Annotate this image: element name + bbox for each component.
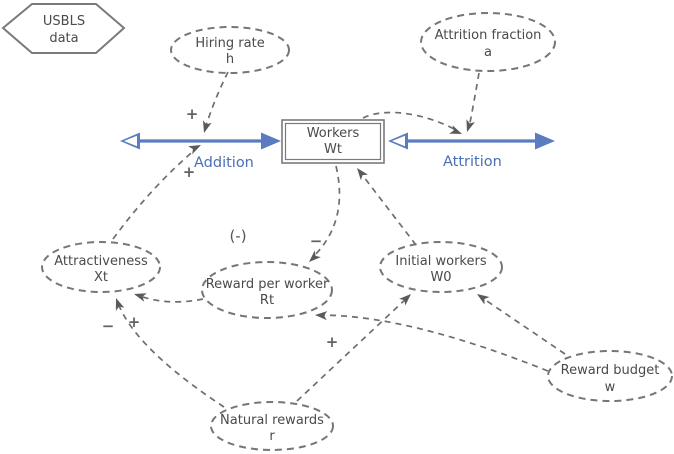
- variable-label: Reward budget: [561, 363, 660, 378]
- arrowhead-icon: [134, 293, 147, 302]
- stock-symbol: Wt: [324, 142, 342, 157]
- variable-symbol: a: [484, 45, 492, 60]
- variable-initial-workers[interactable]: Initial workers W0: [379, 241, 503, 293]
- arrowhead-icon: [357, 168, 368, 181]
- variable-hiring-rate[interactable]: Hiring rate h: [170, 26, 290, 74]
- sign-attractiveness-to-addition: +: [183, 163, 196, 181]
- link-attractiveness-to-addition[interactable]: [112, 141, 203, 240]
- link-reward-per-worker-to-attractiveness[interactable]: [133, 290, 204, 303]
- stock-workers[interactable]: Workers Wt: [281, 119, 385, 164]
- source-label-line1: USBLS: [43, 14, 85, 29]
- stock-box: [281, 119, 385, 164]
- arrowhead-icon: [309, 250, 321, 262]
- ellipse-shape: [547, 350, 673, 402]
- ellipse-shape: [201, 261, 333, 319]
- link-natural-rewards-to-attractiveness[interactable]: [112, 296, 225, 408]
- variable-symbol: w: [605, 380, 616, 395]
- arrowhead-icon: [466, 119, 475, 132]
- link-initial-workers-to-workers[interactable]: [353, 165, 417, 246]
- loop-polarity-label: (-): [229, 227, 246, 245]
- arrowhead-icon: [188, 145, 201, 155]
- flow-arrowhead-in-icon: [261, 132, 281, 150]
- flow-label-attrition: Attrition: [443, 154, 502, 170]
- variable-label: Attrition fraction: [435, 28, 542, 43]
- flow-label-addition: Addition: [194, 155, 254, 171]
- flow-addition[interactable]: [120, 132, 281, 150]
- variable-label: Reward per worker: [206, 277, 329, 292]
- source-node-usbls-data[interactable]: USBLS data: [1, 3, 126, 54]
- link-hiring-rate-to-addition[interactable]: [200, 71, 229, 134]
- ellipse-shape: [379, 241, 503, 293]
- variable-reward-per-worker[interactable]: Reward per worker Rt: [201, 261, 333, 319]
- arrowhead-icon: [115, 298, 125, 311]
- ellipse-shape: [170, 26, 290, 74]
- ellipse-shape: [41, 241, 161, 293]
- arrowhead-icon: [315, 311, 328, 321]
- variable-natural-rewards[interactable]: Natural rewards r: [210, 401, 334, 451]
- variable-attrition-fraction[interactable]: Attrition fraction a: [420, 12, 556, 72]
- variable-symbol: Rt: [260, 293, 274, 308]
- link-attrition-fraction-to-attrition[interactable]: [463, 72, 480, 133]
- link-workers-to-reward-per-worker[interactable]: [306, 165, 341, 265]
- link-reward-budget-to-initial-workers[interactable]: [474, 290, 566, 355]
- source-label-line2: data: [49, 31, 78, 46]
- arrowhead-icon: [202, 120, 212, 133]
- link-natural-rewards-to-initial-workers[interactable]: [296, 291, 414, 402]
- sign-natural-to-attractiveness: −: [102, 317, 115, 335]
- link-reward-budget-to-reward-per-worker[interactable]: [315, 311, 549, 372]
- variable-attractiveness[interactable]: Attractiveness Xt: [41, 241, 161, 293]
- variable-symbol: h: [226, 52, 234, 67]
- variable-symbol: r: [269, 429, 275, 444]
- arrowhead-icon: [449, 125, 462, 134]
- variable-symbol: W0: [430, 270, 451, 285]
- stock-box-inner-border: [284, 122, 382, 161]
- variable-label: Natural rewards: [220, 413, 324, 428]
- flow-attrition[interactable]: [388, 132, 555, 150]
- variable-label: Attractiveness: [54, 254, 148, 269]
- flow-arrowhead-notch-icon: [392, 135, 405, 147]
- arrowhead-icon: [399, 294, 411, 306]
- sign-workers-to-reward: −: [310, 232, 323, 250]
- variable-label: Hiring rate: [195, 36, 264, 51]
- link-workers-to-attrition[interactable]: [362, 111, 464, 138]
- flow-arrowhead-notch-icon: [124, 135, 137, 147]
- variable-reward-budget[interactable]: Reward budget w: [547, 350, 673, 402]
- hexagon-shape: [1, 3, 126, 54]
- variable-symbol: Xt: [94, 270, 108, 285]
- stock-label: Workers: [307, 126, 360, 141]
- sign-hiring-to-addition: +: [186, 105, 199, 123]
- ellipse-shape: [210, 401, 334, 451]
- flow-arrowhead-out-icon: [535, 132, 555, 150]
- ellipse-shape: [420, 12, 556, 72]
- sign-budget-to-reward: +: [326, 333, 339, 351]
- variable-label: Initial workers: [395, 254, 486, 269]
- arrowhead-icon: [477, 294, 490, 305]
- sign-reward-to-attractiveness: +: [128, 313, 141, 331]
